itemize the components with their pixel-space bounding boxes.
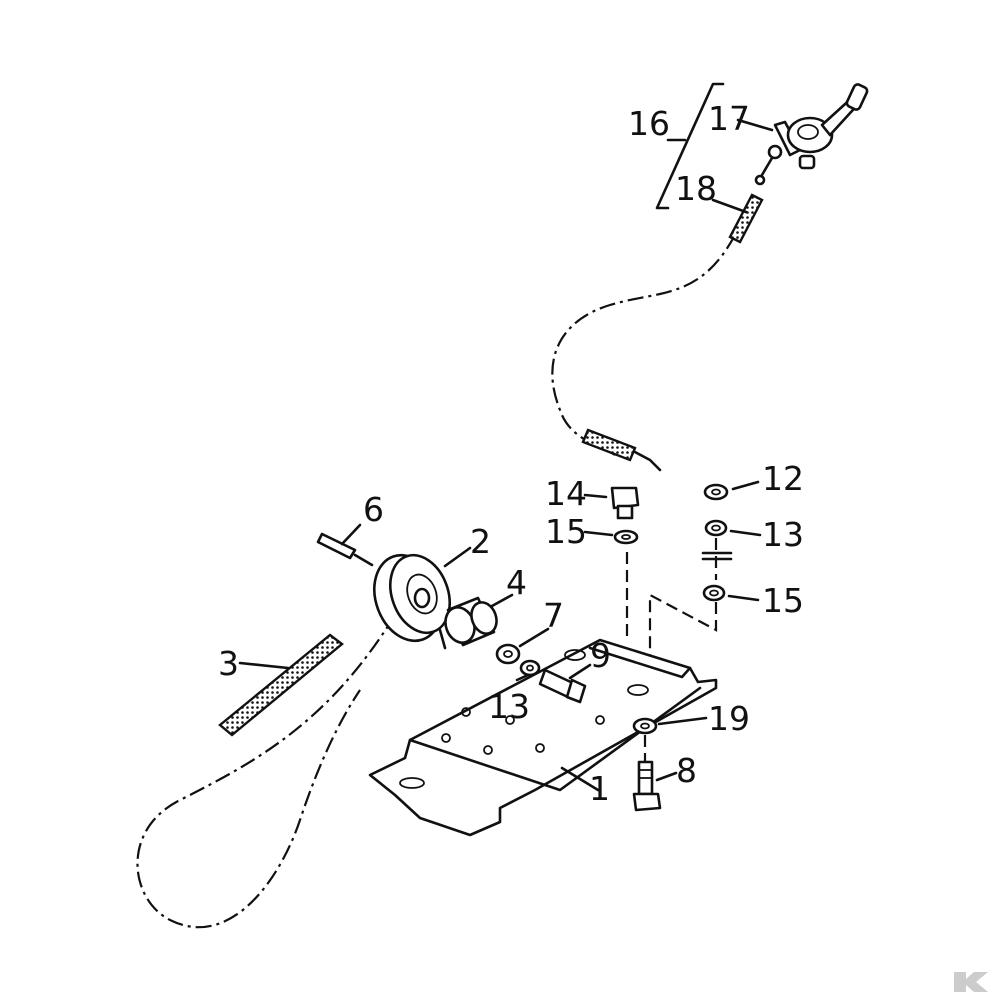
label-6: 6 [363,490,384,529]
brand-logo-watermark [954,972,988,992]
label-13-right: 13 [762,515,804,554]
label-15-left: 15 [545,512,587,551]
label-7: 7 [543,596,564,635]
washer-13-left [515,659,541,682]
pulley-2 [373,546,472,643]
cable-sleeve [581,428,662,472]
label-4: 4 [506,563,527,602]
label-12: 12 [762,459,804,498]
lever-part-17 [736,83,869,170]
washer-15-left [583,529,639,545]
base-plate [368,638,718,837]
washer-19 [632,716,708,735]
bushing-4 [438,593,514,650]
bolt-14 [583,486,640,520]
label-8: 8 [676,751,697,790]
label-18: 18 [675,169,717,208]
cable [136,234,736,929]
label-19: 19 [708,699,750,738]
label-14: 14 [545,474,587,513]
label-9: 9 [590,636,611,675]
label-2: 2 [470,522,491,561]
nut-12 [703,480,760,501]
bolt-9 [538,663,592,704]
lever-bracket [655,82,725,210]
label-17: 17 [708,99,750,138]
label-15-right: 15 [762,581,804,620]
label-16: 16 [628,104,670,143]
label-1: 1 [589,769,610,808]
cable-end-18 [711,156,774,244]
belt-3 [218,633,344,737]
bolt-8 [632,760,678,812]
pin-6 [316,523,374,567]
washer-13-right [704,519,762,537]
label-3: 3 [218,644,239,683]
axis-line-bent [648,593,718,690]
washer-7 [495,627,550,665]
label-13-left: 13 [488,687,530,726]
washer-15-right [702,584,760,602]
